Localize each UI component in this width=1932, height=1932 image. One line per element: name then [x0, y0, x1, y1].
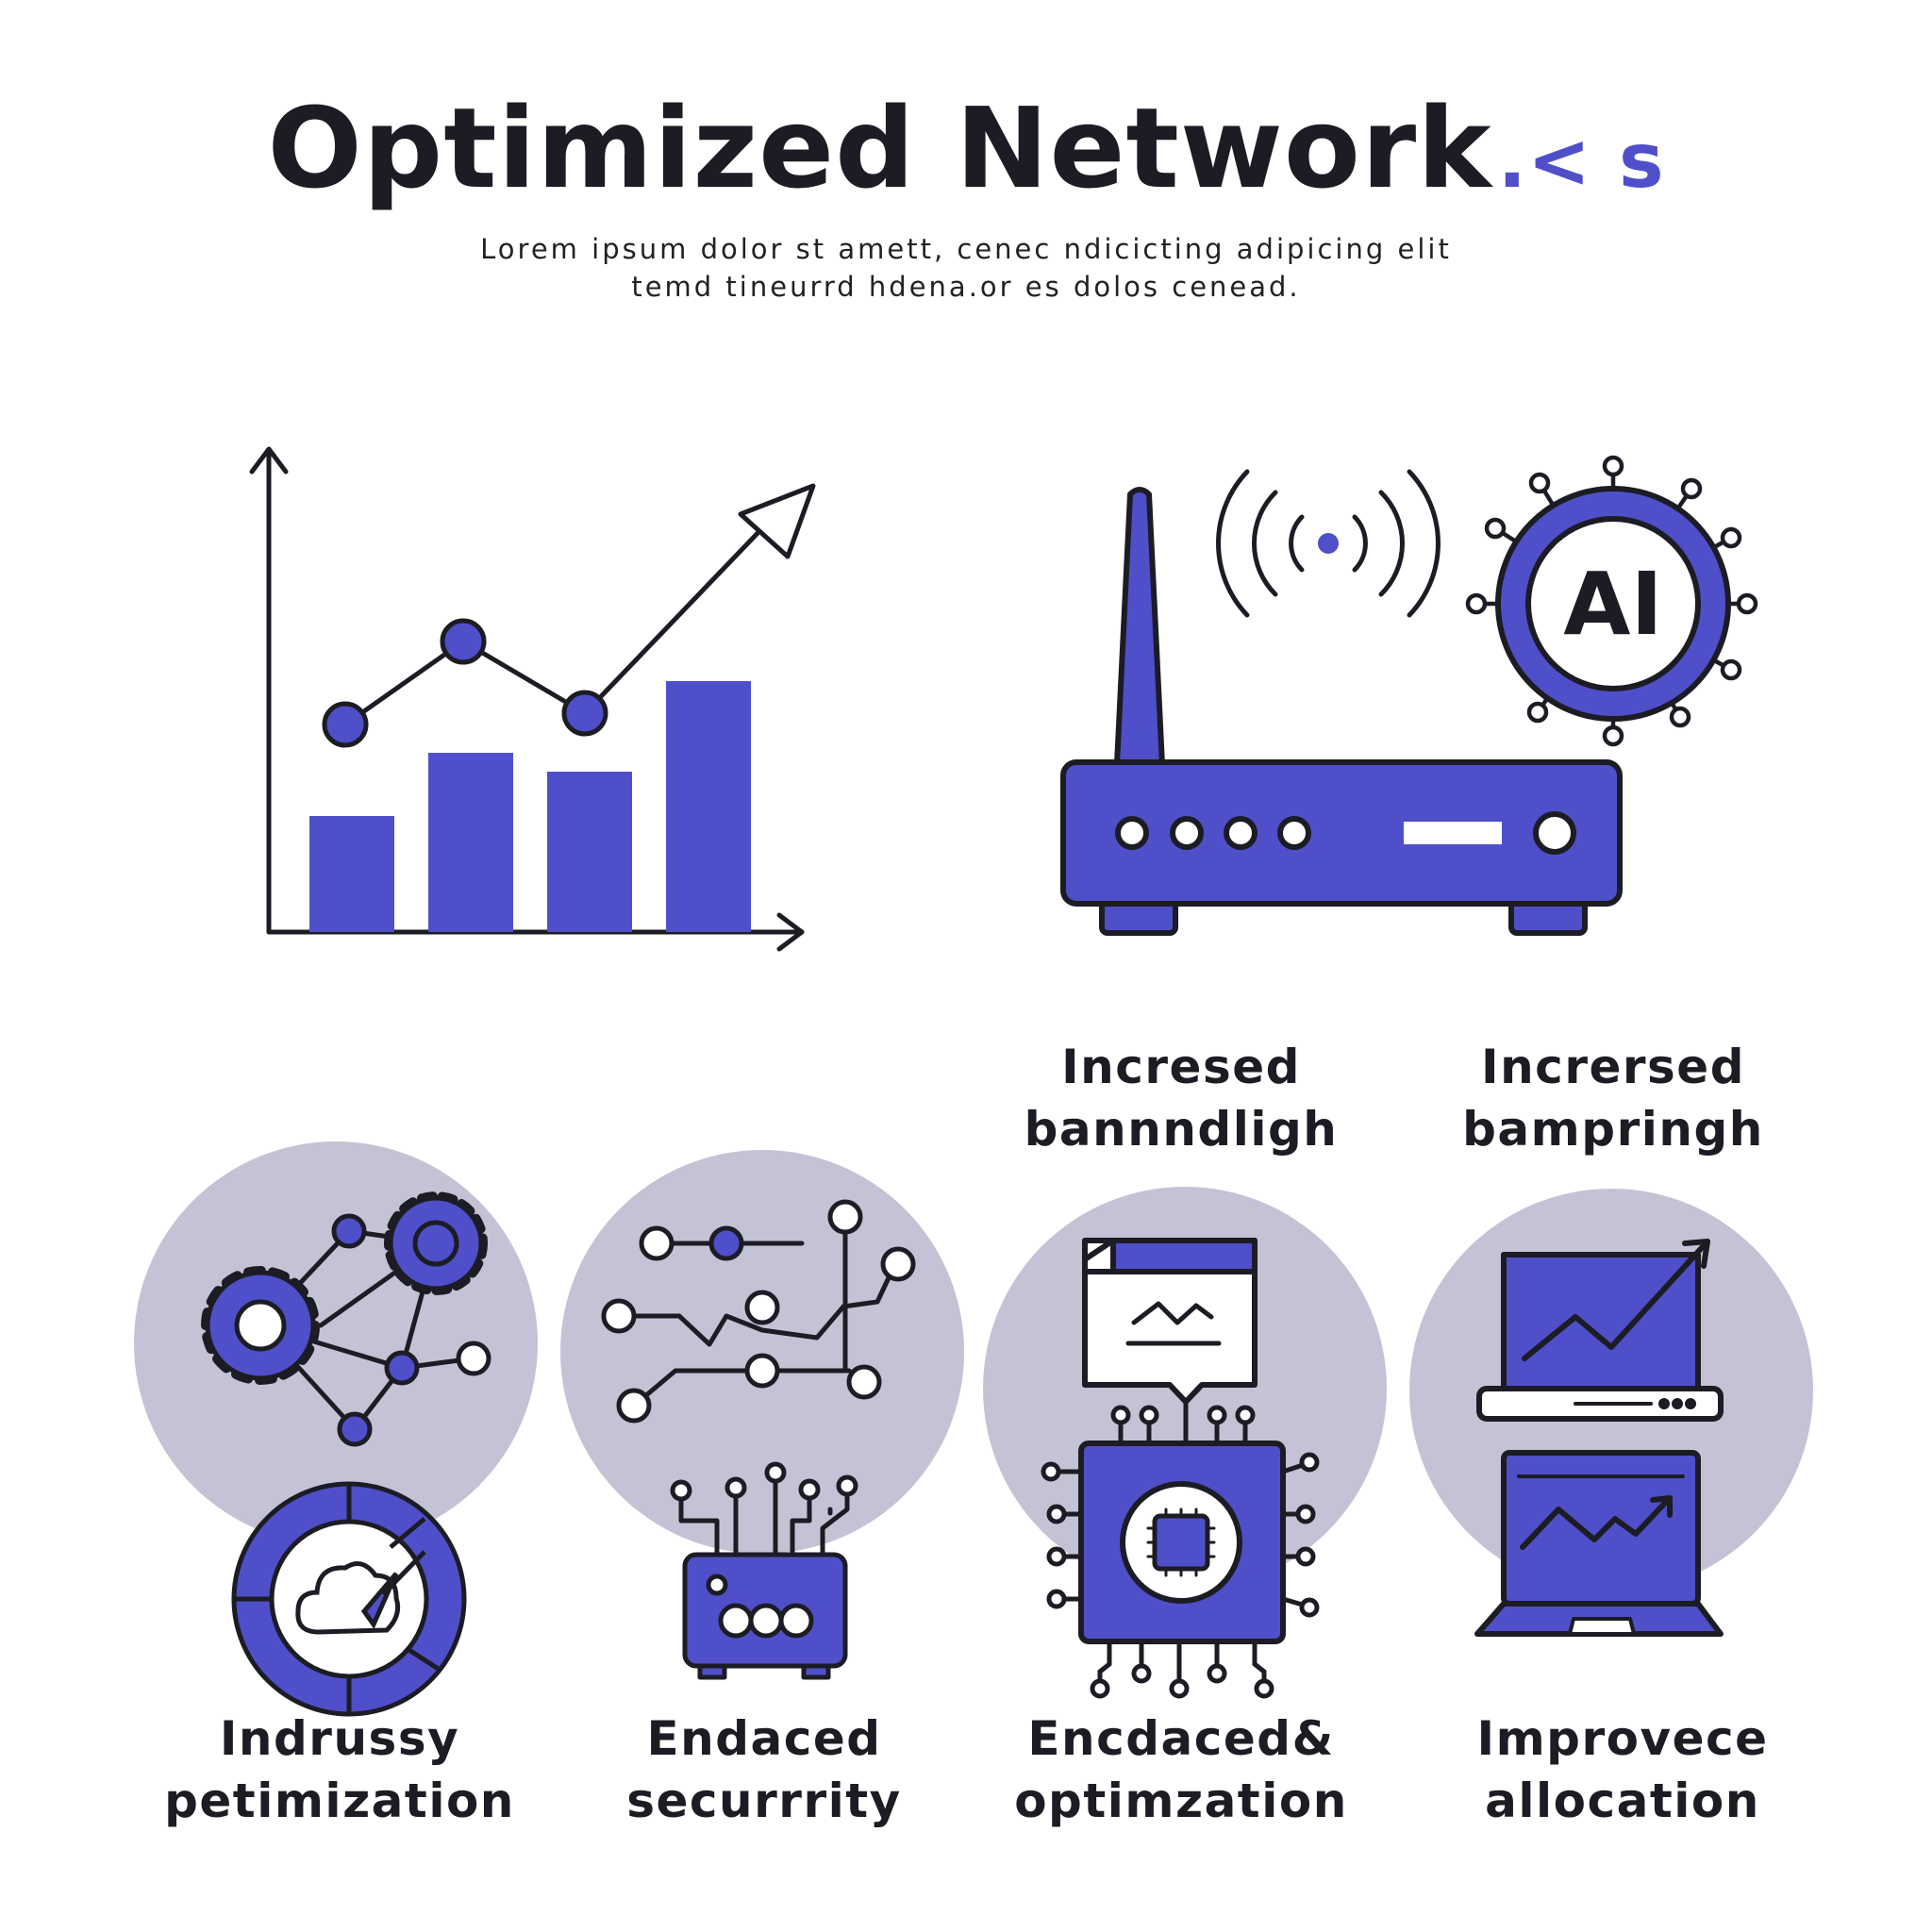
wifi-signal-icon: [1216, 469, 1441, 618]
subtitle-line-2: temd tineurrd hdena.or es dolos cenead.: [631, 271, 1301, 303]
label-top-left-line-2: bannndligh: [1024, 1102, 1339, 1157]
router-icon: [1060, 487, 1623, 936]
label-bottom-2: Endaced securrrity: [566, 1707, 962, 1832]
title-text: Optimized Network: [267, 83, 1492, 213]
ai-badge-text: AI: [1563, 554, 1662, 655]
label-bottom-3-line-2: optimzation: [1014, 1774, 1348, 1828]
label-bottom-4: Improvece allocation: [1424, 1707, 1821, 1832]
subtitle: Lorem ipsum dolor st amett, cenec ndicic…: [0, 230, 1932, 306]
label-bottom-3-line-1: Encdaced&: [1027, 1711, 1335, 1766]
label-bottom-2-line-1: Endaced: [646, 1711, 882, 1766]
processor-chip-icon: [1041, 1399, 1320, 1699]
growth-chart-icon: [249, 446, 816, 952]
label-top-right-line-1: Incrersed: [1480, 1040, 1746, 1094]
cloud-gauge-icon: [231, 1481, 467, 1717]
label-bottom-1-line-1: Indrussy: [219, 1711, 460, 1766]
hardware-module-icon: [670, 1461, 858, 1680]
label-top-left-line-1: Incresed: [1061, 1040, 1301, 1094]
gear-network-icon: [201, 1191, 491, 1447]
label-bottom-4-line-1: Improvece: [1476, 1711, 1769, 1766]
label-top-left: Incresed bannndligh: [983, 1036, 1379, 1160]
laptop-analytics-icon: [1474, 1450, 1724, 1637]
ai-chip-icon: [1465, 455, 1758, 747]
label-bottom-4-line-2: allocation: [1485, 1774, 1760, 1828]
title-mark: .< s: [1497, 117, 1665, 205]
laptop-chart-icon: [1476, 1239, 1724, 1422]
label-bottom-1: Indrussy petimization: [142, 1707, 538, 1832]
monitor-chart-icon: [1082, 1238, 1257, 1405]
subtitle-line-1: Lorem ipsum dolor st amett, cenec ndicic…: [480, 233, 1452, 265]
label-bottom-2-line-2: securrrity: [626, 1774, 902, 1828]
page-title: Optimized Network.< s: [0, 83, 1932, 213]
label-top-right: Incrersed bampringh: [1415, 1036, 1811, 1160]
label-top-right-line-2: bampringh: [1462, 1102, 1764, 1157]
circuit-network-icon: [601, 1199, 916, 1424]
label-bottom-3: Encdaced& optimzation: [983, 1707, 1379, 1832]
label-bottom-1-line-2: petimization: [164, 1774, 515, 1828]
